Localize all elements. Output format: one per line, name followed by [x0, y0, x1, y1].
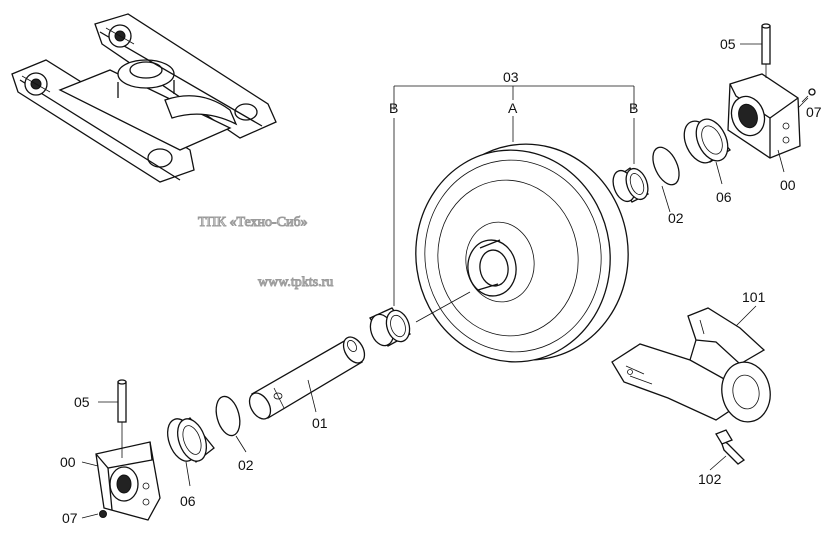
bushing-right: [612, 167, 649, 203]
idler-wheel: [415, 143, 629, 363]
label-B-right: B: [629, 100, 638, 116]
label-07-top: 07: [806, 104, 822, 120]
bolt-top: [801, 88, 816, 103]
pin-bottom: [117, 379, 127, 458]
shaft: [248, 336, 366, 420]
label-01: 01: [312, 415, 328, 431]
label-03: 03: [503, 69, 519, 85]
axis-line: [415, 291, 471, 323]
leader-lines: [81, 43, 809, 519]
label-06-top: 06: [716, 189, 732, 205]
pin-top: [761, 23, 771, 78]
label-101: 101: [742, 289, 766, 305]
watermark-line2: www.tpkts.ru: [258, 275, 333, 290]
label-00-bottom: 00: [60, 454, 76, 470]
label-02-bottom: 02: [238, 457, 254, 473]
seal-right: [683, 118, 731, 164]
support-bracket-right: [727, 73, 801, 159]
label-A: A: [508, 100, 518, 116]
part-labels: 03 A B B 05 07 00 06 02 01 101 102 05 00…: [60, 36, 822, 526]
label-102: 102: [698, 471, 722, 487]
assembly-bracket: [393, 85, 635, 306]
label-05-top: 05: [720, 36, 736, 52]
bolt-102: [715, 429, 746, 465]
bushing-left: [369, 307, 411, 347]
watermark: ТПК «Техно-Сиб» www.tpkts.ru: [198, 215, 334, 291]
label-05-bottom: 05: [74, 394, 90, 410]
bolt-bottom: [99, 510, 107, 518]
o-ring-right: [652, 146, 680, 186]
label-00-top: 00: [780, 177, 796, 193]
label-07-bottom: 07: [62, 510, 78, 526]
watermark-line1: ТПК «Техно-Сиб»: [198, 215, 308, 230]
label-B-left: B: [389, 100, 398, 116]
label-06-bottom: 06: [180, 493, 196, 509]
o-ring-left: [215, 395, 241, 437]
seal-left: [167, 417, 215, 463]
idler-frame-thumbnail: [11, 13, 277, 183]
label-02-top: 02: [668, 210, 684, 226]
support-bracket-left: [95, 441, 161, 521]
yoke: [611, 307, 771, 423]
